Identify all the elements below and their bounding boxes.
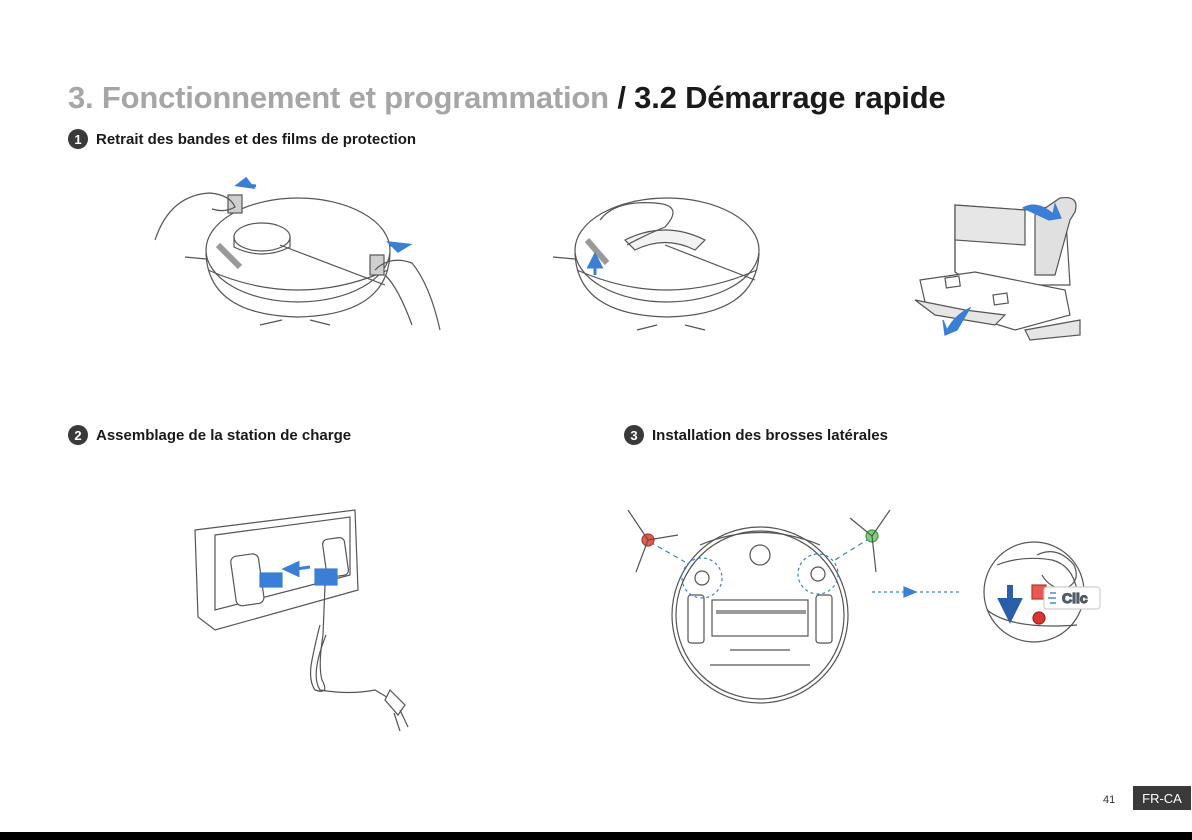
dock-film-removal-illustration [905,190,1085,340]
page-number: 41 [1103,794,1115,806]
step-2-heading: 2 Assemblage de la station de charge [68,425,351,445]
robot-side-tape-illustration [545,185,775,345]
step-3-label: Installation des brosses latérales [652,427,888,444]
step-3-heading: 3 Installation des brosses latérales [624,425,888,445]
page-title: 3. Fonctionnement et programmation / 3.2… [68,80,946,116]
side-brush-right [850,510,890,572]
power-plug-connector [315,569,337,585]
step-2-number: 2 [68,425,88,445]
arrow-left-icon [238,179,256,187]
step-1-heading: 1 Retrait des bandes et des films de pro… [68,129,416,149]
robot-underside-brushes-illustration [620,500,890,730]
proceed-arrow-dotted [872,585,962,599]
brush-click-detail-illustration: Clic [982,535,1102,650]
bottom-bar [0,832,1192,840]
step-2-label: Assemblage de la station de charge [96,427,351,444]
section-title: 3. Fonctionnement et programmation [68,80,609,115]
side-brush-left [628,510,678,572]
charging-station-assembly-illustration [190,505,420,745]
step-3-number: 3 [624,425,644,445]
power-connector-socket [260,573,282,587]
click-label: Clic [1062,590,1088,606]
step-1-label: Retrait des bandes et des films de prote… [96,131,416,148]
step-1-number: 1 [68,129,88,149]
arrow-right-icon [390,243,408,251]
robot-tape-removal-illustration [150,175,450,345]
subsection-title: / 3.2 Démarrage rapide [617,80,945,115]
language-badge: FR-CA [1133,786,1191,810]
